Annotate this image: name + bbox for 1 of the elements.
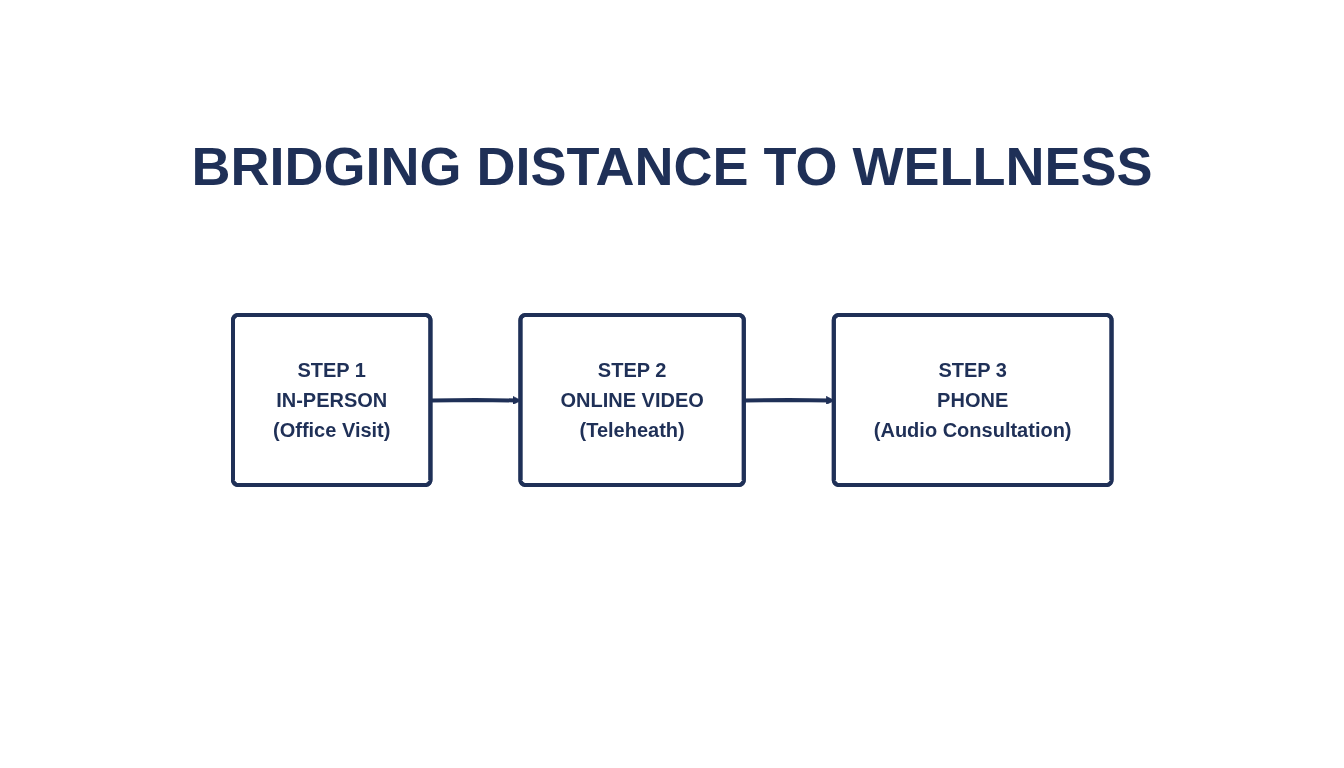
diagram-title: BRIDGING DISTANCE TO WELLNESS — [190, 135, 1154, 197]
